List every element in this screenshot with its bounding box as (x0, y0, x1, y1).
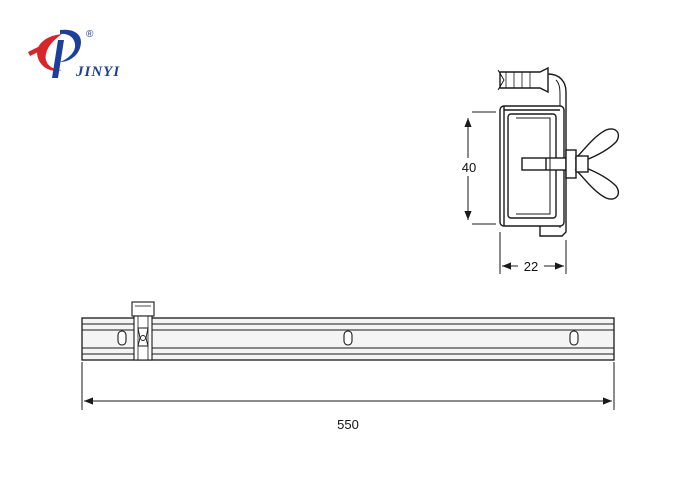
cable-end (497, 66, 549, 94)
dimension-width-label: 22 (524, 259, 538, 274)
rail-slot (117, 330, 127, 346)
wing-nut-icon (574, 128, 620, 200)
dimension-height-label: 40 (462, 160, 476, 175)
rail-slot (569, 330, 579, 346)
rail-clamp (131, 301, 155, 361)
dimension-width: 22 (499, 232, 567, 274)
clamp-section-view (497, 66, 620, 237)
dimension-height: 40 (458, 111, 496, 225)
dimension-length: 550 (81, 362, 615, 432)
dimension-length-label: 550 (337, 417, 359, 432)
hook-wire (539, 73, 567, 237)
jinyi-logo: JINYI ® (28, 29, 120, 80)
rail-slot (343, 330, 353, 346)
rail-front-view (81, 301, 615, 361)
logo-brand-text: JINYI (75, 64, 120, 80)
logo-emblem-icon (28, 29, 82, 78)
registered-mark: ® (86, 29, 94, 40)
nut (565, 149, 577, 179)
bolt (521, 157, 567, 171)
